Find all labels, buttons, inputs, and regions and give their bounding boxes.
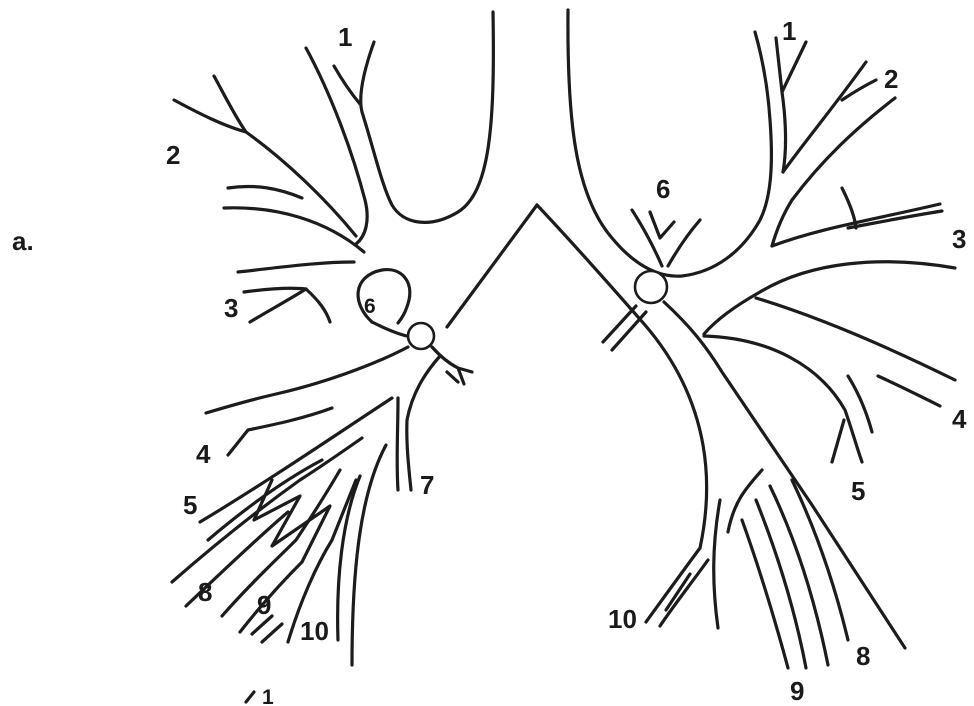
left-segment-2-label: 2 — [166, 140, 180, 170]
left-anterior-upper-wall — [238, 262, 354, 272]
left-lower-lateral-wall — [206, 347, 408, 413]
right-posterior-upper-wall — [783, 62, 866, 172]
trachea-left-wall — [361, 12, 494, 222]
left-anterior-fork-a — [244, 288, 306, 292]
left-segment-8-label: 8 — [198, 577, 212, 607]
bottom-partial-label: 1 — [262, 686, 274, 706]
left-posterior-lower-wall — [224, 208, 364, 252]
right-middle-lobe-fork — [832, 376, 872, 462]
left-segment-3-label: 3 — [224, 293, 238, 323]
left-hilar-tail — [432, 347, 472, 384]
left-segment-7-label: 7 — [420, 470, 434, 500]
right-segment-10-label: 10 — [608, 604, 637, 634]
left-segment-6-label: 6 — [364, 295, 376, 318]
left-segment-5-label: 5 — [183, 490, 197, 520]
right-posterior-basal-walls — [742, 480, 848, 668]
left-main-outer-wall — [372, 322, 407, 336]
bottom-tick — [246, 692, 254, 702]
left-basal-zigzag — [254, 480, 330, 562]
left-segment-1-label: 1 — [338, 22, 352, 52]
right-segment-3-label: 3 — [952, 224, 966, 254]
right-lateral-basal-fork — [878, 376, 940, 406]
left-segment-4-label: 4 — [196, 439, 211, 469]
right-hilar-node — [635, 271, 667, 303]
left-segment7-wall-b — [397, 398, 398, 490]
right-carina-wall — [537, 205, 707, 548]
right-segment-2-label: 2 — [884, 64, 898, 94]
left-bronchial-tree — [172, 12, 537, 665]
trachea-right-wall — [568, 10, 772, 276]
panel-label: a. — [12, 226, 34, 256]
left-hilar-node — [408, 323, 434, 349]
right-medial-basal-walls — [646, 500, 720, 628]
right-segment-4-label: 4 — [952, 404, 967, 434]
right-segment-1-label: 1 — [782, 16, 796, 46]
right-segment6-fork — [632, 210, 700, 266]
right-lateral-basal-upper-wall — [756, 298, 955, 380]
left-segment-9-label: 9 — [257, 590, 271, 620]
left-segment-10-label: 10 — [300, 616, 329, 646]
left-carina-wall — [447, 205, 537, 327]
left-apical-inner-arm — [334, 66, 360, 104]
right-apical-inner-wall — [782, 92, 786, 172]
left-posterior-lower-fork — [228, 186, 302, 198]
right-segment-8-label: 8 — [856, 641, 870, 671]
right-segment-9-label: 9 — [790, 676, 804, 706]
right-superior-stub — [603, 306, 646, 350]
right-apical-fork — [776, 38, 806, 92]
left-medial-basal-wall-a — [352, 445, 386, 665]
right-segment-6-label: 6 — [656, 174, 670, 204]
right-segment-5-label: 5 — [851, 476, 865, 506]
left-anterior-fork-b — [250, 289, 330, 322]
